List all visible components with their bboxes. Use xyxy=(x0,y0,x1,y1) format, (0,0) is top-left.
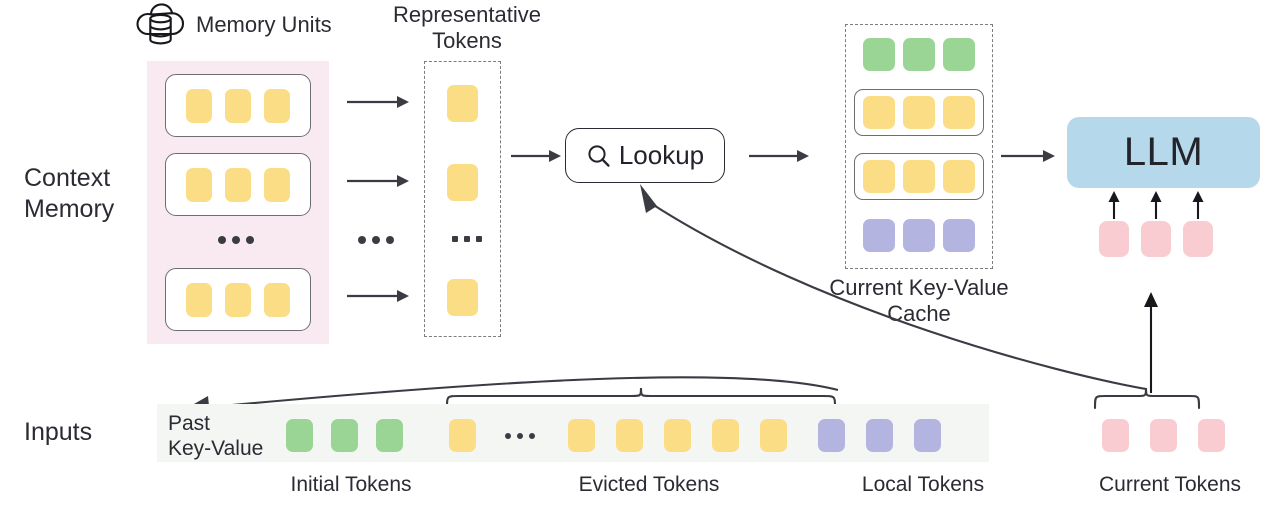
input-token-local-1 xyxy=(818,419,845,452)
input-token-evicted-2 xyxy=(568,419,595,452)
memory-token xyxy=(264,88,290,123)
input-token-evicted-3 xyxy=(616,419,643,452)
lookup-button[interactable]: Lookup xyxy=(565,128,725,183)
input-sequence-ellipsis xyxy=(505,433,535,439)
curve-current-to-lookup xyxy=(640,184,1147,391)
input-token-evicted-1 xyxy=(449,419,476,452)
caption-initial-tokens: Initial Tokens xyxy=(290,473,412,496)
kv-token-yellow xyxy=(903,160,935,193)
memory-unit-card-3[interactable] xyxy=(165,268,311,331)
cloud-database-icon xyxy=(136,3,185,45)
current-kv-cache-heading: Current Key-Value Cache xyxy=(823,275,1015,327)
search-icon xyxy=(588,144,610,167)
arrow-rep-to-lookup xyxy=(511,150,561,162)
kv-cache-row-green xyxy=(854,31,984,78)
memory-unit-card-1[interactable] xyxy=(165,74,311,137)
arrows-ellipsis xyxy=(358,236,394,244)
memory-units-ellipsis xyxy=(218,236,254,244)
memory-token xyxy=(186,88,212,123)
memory-token xyxy=(264,282,290,317)
inputs-row-label: Inputs xyxy=(24,418,93,446)
kv-token-purple xyxy=(903,219,935,252)
arrow-cache-to-llm xyxy=(1001,150,1055,162)
memory-token xyxy=(225,282,251,317)
memory-unit-card-2[interactable] xyxy=(165,153,311,216)
context-memory-row-label: Context Memory xyxy=(24,164,115,223)
arrow-memory-to-rep-1 xyxy=(347,96,409,108)
representative-tokens-heading: Representative Tokens xyxy=(377,2,557,54)
input-token-local-3 xyxy=(914,419,941,452)
input-token-initial-1 xyxy=(286,419,313,452)
llm-label: LLM xyxy=(1123,130,1204,174)
representative-tokens-container xyxy=(424,61,501,337)
input-token-local-2 xyxy=(866,419,893,452)
lookup-label: Lookup xyxy=(618,140,705,170)
input-token-current-2 xyxy=(1150,419,1177,452)
kv-token-green xyxy=(863,38,895,71)
representative-token-1 xyxy=(447,85,478,122)
arrow-current-tokens-to-llm-tokens xyxy=(1144,292,1158,393)
memory-token xyxy=(186,167,212,202)
kv-token-yellow xyxy=(903,96,935,129)
kv-cache-row-purple xyxy=(854,212,984,259)
memory-token xyxy=(264,167,290,202)
representative-token-2 xyxy=(447,164,478,201)
kv-cache-row-retrieved-2 xyxy=(854,153,984,200)
memory-token xyxy=(186,282,212,317)
current-kv-cache-heading-text: Current Key-Value Cache xyxy=(829,275,1009,326)
kv-token-yellow xyxy=(943,160,975,193)
representative-tokens-heading-text: Representative Tokens xyxy=(393,2,541,53)
kv-token-purple xyxy=(943,219,975,252)
input-token-current-1 xyxy=(1102,419,1129,452)
kv-token-green xyxy=(903,38,935,71)
current-kv-cache-container xyxy=(845,24,993,269)
memory-token xyxy=(225,167,251,202)
memory-token xyxy=(225,88,251,123)
arrows-tokens-to-llm xyxy=(1108,191,1204,219)
arrow-memory-to-rep-2 xyxy=(347,175,409,187)
arrow-memory-to-rep-3 xyxy=(347,290,409,302)
kv-token-yellow xyxy=(943,96,975,129)
kv-token-green xyxy=(943,38,975,71)
brace-current-tokens xyxy=(1093,387,1201,410)
input-token-evicted-4 xyxy=(664,419,691,452)
kv-token-purple xyxy=(863,219,895,252)
llm-input-token-2 xyxy=(1141,221,1171,257)
brace-evicted-tokens xyxy=(445,387,837,410)
arrow-lookup-to-cache xyxy=(749,150,809,162)
memory-units-heading: Memory Units xyxy=(196,12,332,37)
caption-current-tokens: Current Tokens xyxy=(1098,473,1242,496)
kv-cache-row-retrieved-1 xyxy=(854,89,984,136)
representative-token-3 xyxy=(447,279,478,316)
caption-evicted-tokens: Evicted Tokens xyxy=(578,473,720,496)
llm-input-token-1 xyxy=(1099,221,1129,257)
past-key-value-label: Past Key-Value xyxy=(168,412,264,460)
input-token-evicted-6 xyxy=(760,419,787,452)
input-token-initial-3 xyxy=(376,419,403,452)
caption-local-tokens: Local Tokens xyxy=(861,473,985,496)
kv-token-yellow xyxy=(863,160,895,193)
input-token-evicted-5 xyxy=(712,419,739,452)
memory-units-icon-wrap xyxy=(131,2,193,55)
input-token-initial-2 xyxy=(331,419,358,452)
representative-tokens-ellipsis xyxy=(452,236,482,242)
kv-token-yellow xyxy=(863,96,895,129)
llm-box[interactable]: LLM xyxy=(1067,117,1260,188)
llm-input-token-3 xyxy=(1183,221,1213,257)
input-token-current-3 xyxy=(1198,419,1225,452)
